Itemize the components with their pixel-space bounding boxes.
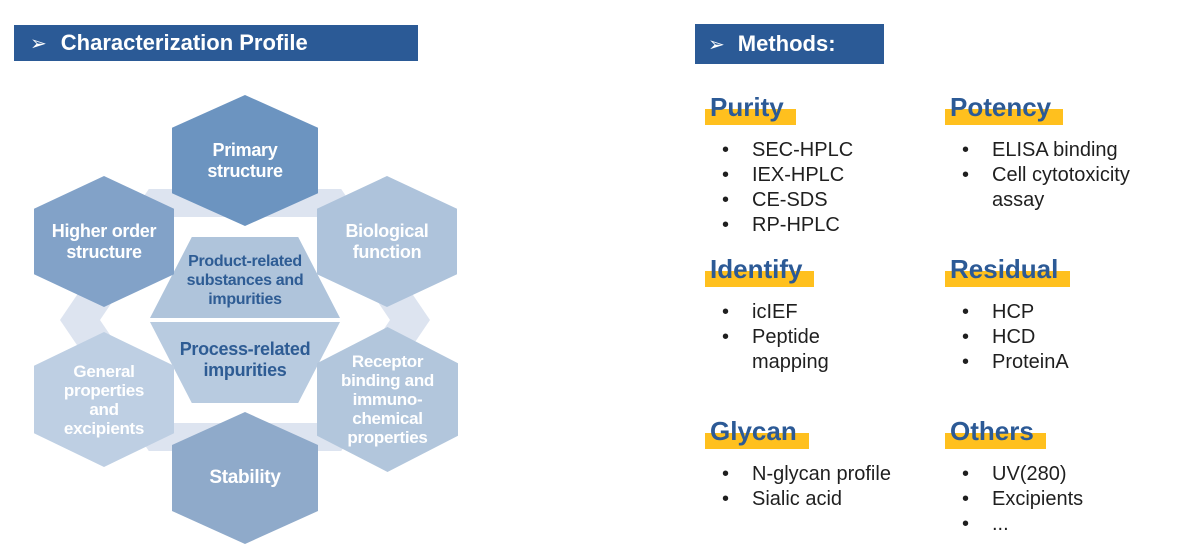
list-item: • Excipients	[950, 487, 1180, 512]
section-heading-text: Purity	[710, 92, 784, 122]
bullet-icon: •	[722, 463, 730, 485]
list-item: • icIEF	[710, 300, 940, 325]
section-heading: Residual	[945, 254, 1071, 287]
list-item-text: ...	[992, 513, 1009, 535]
section-identify: Identify • icIEF • Peptide mapping	[705, 254, 940, 375]
list-item: • N-glycan profile	[710, 462, 940, 487]
section-heading-text: Potency	[950, 92, 1052, 122]
list-item-text: icIEF	[752, 301, 798, 323]
bullet-list: • SEC-HPLC • IEX-HPLC • CE-SDS • RP-HPLC	[710, 138, 940, 238]
center-process-related-label: Process-related impurities	[150, 322, 340, 403]
section-heading: Glycan	[705, 416, 809, 449]
list-item-text: HCD	[992, 326, 1036, 348]
section-residual: Residual • HCP • HCD • ProteinA	[945, 254, 1180, 375]
bullet-list: • ELISA binding • Cell cytotoxicity assay	[950, 138, 1180, 213]
section-heading: Others	[945, 416, 1046, 449]
list-item-text: Peptide mapping	[752, 326, 829, 373]
list-item-text: RP-HPLC	[752, 214, 840, 236]
list-item-text: UV(280)	[992, 463, 1067, 485]
list-item-text: ProteinA	[992, 351, 1069, 373]
bullet-icon: •	[962, 513, 970, 535]
bullet-icon: •	[962, 139, 970, 161]
section-heading-text: Others	[950, 416, 1034, 446]
bullet-list: •UV(280)•Excipients•...	[950, 462, 1180, 537]
section-potency: Potency • ELISA binding • Cell cytotoxicity…	[945, 92, 1180, 213]
characterization-title-bar: ➢ Characterization Profile	[14, 25, 418, 61]
bullet-icon: •	[962, 488, 970, 510]
bullet-icon: •	[962, 301, 970, 323]
bullet-icon: •	[722, 488, 730, 510]
list-item: • IEX-HPLC	[710, 163, 940, 188]
center-product-related-label: Product-related substances and impuritie…	[150, 237, 340, 318]
list-item: • ELISA binding	[950, 138, 1180, 163]
bullet-icon: •	[722, 301, 730, 323]
bullet-icon: •	[962, 326, 970, 348]
bullet-icon: •	[962, 351, 970, 373]
section-heading: Purity	[705, 92, 796, 125]
list-item-text: ELISA binding	[992, 139, 1118, 161]
page-title: Characterization Profile	[60, 30, 308, 55]
bullet-list: • icIEF • Peptide mapping	[710, 300, 940, 375]
list-item: • RP-HPLC	[710, 213, 940, 238]
list-item-text: HCP	[992, 301, 1035, 323]
section-heading: Potency	[945, 92, 1064, 125]
bullet-icon: •	[722, 214, 730, 236]
list-item: • SEC-HPLC	[710, 138, 940, 163]
bullet-list: • N-glycan profile • Sialic acid	[710, 462, 940, 512]
list-item: • ProteinA	[950, 350, 1180, 375]
hexagon-center: Product-related substances and impuritie…	[150, 237, 340, 403]
bullet-icon: •	[722, 139, 730, 161]
list-item-text: IEX-HPLC	[752, 164, 845, 186]
arrowhead-icon: ➢	[30, 32, 47, 55]
list-item-text: N-glycan profile	[752, 463, 891, 485]
bullet-icon: •	[722, 326, 730, 348]
list-item: • Peptide mapping	[710, 325, 940, 375]
list-item: • Cell cytotoxicity assay	[950, 163, 1180, 213]
bullet-icon: •	[962, 463, 970, 485]
bullet-icon: •	[962, 164, 970, 186]
section-others: Others •UV(280)•Excipients•...	[945, 416, 1180, 537]
section-heading: Identify	[705, 254, 815, 287]
list-item-text: SEC-HPLC	[752, 139, 854, 161]
list-item: • HCP	[950, 300, 1180, 325]
list-item-text: Excipients	[992, 488, 1084, 510]
methods-title: Methods:	[737, 31, 836, 56]
list-item: • HCD	[950, 325, 1180, 350]
section-heading-text: Glycan	[710, 416, 797, 446]
list-item: • CE-SDS	[710, 188, 940, 213]
bullet-icon: •	[722, 189, 730, 211]
section-heading-text: Identify	[710, 254, 803, 284]
arrowhead-icon: ➢	[708, 33, 725, 56]
list-item: • UV(280)	[950, 462, 1180, 487]
bullet-list: • HCP • HCD • ProteinA	[950, 300, 1180, 375]
list-item: • Sialic acid	[710, 487, 940, 512]
list-item-text: Sialic acid	[752, 488, 843, 510]
bullet-icon: •	[722, 164, 730, 186]
list-item-text: Cell cytotoxicity assay	[992, 164, 1130, 211]
list-item: •...	[950, 512, 1180, 537]
section-heading-text: Residual	[950, 254, 1059, 284]
list-item-text: CE-SDS	[752, 189, 828, 211]
hexagon-biological-function: Biological function	[317, 176, 457, 307]
section-glycan: Glycan • N-glycan profile • Sialic acid	[705, 416, 940, 512]
section-purity: Purity • SEC-HPLC • IEX-HPLC • CE-SDS • RP-HPLC	[705, 92, 940, 238]
methods-title-bar: ➢ Methods:	[695, 24, 884, 64]
